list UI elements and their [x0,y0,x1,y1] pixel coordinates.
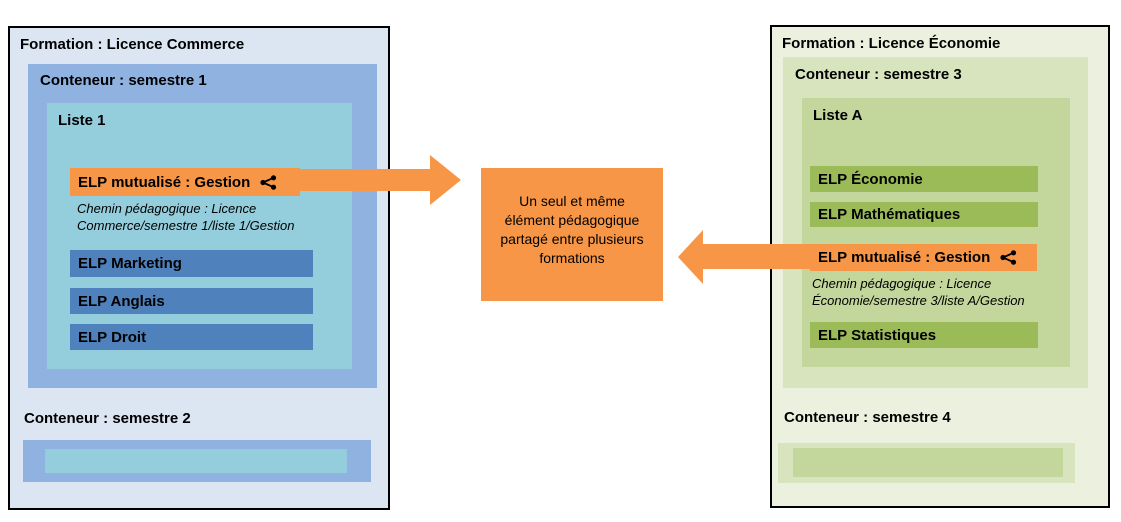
chemin-right-line2: Économie/semestre 3/liste A/Gestion [812,293,1025,308]
listeA-title: Liste A [813,107,863,124]
elp-marketing-label: ELP Marketing [78,255,182,272]
conteneur-semestre3-box: Conteneur : semestre 3 Liste A ELP Écono… [783,57,1088,388]
listeA-box: Liste A ELP Économie ELP Mathématiques E… [802,98,1070,367]
elp-economie-label: ELP Économie [818,170,923,188]
conteneur-semestre2-title: Conteneur : semestre 2 [24,410,191,427]
elp-mutualise-gestion-bar-left: ELP mutualisé : Gestion [70,168,300,196]
elp-mutualise-gestion-label: ELP mutualisé : Gestion [78,173,251,191]
elp-mathematiques-label: ELP Mathématiques [818,206,961,223]
elp-droit-label: ELP Droit [78,328,147,346]
chemin-pedagogique-right: Chemin pédagogique : Licence Économie/se… [812,275,1062,309]
conteneur-semestre2-box [23,440,371,482]
elp-statistiques-label: ELP Statistiques [818,326,937,344]
elp-marketing-bar: ELP Marketing [70,250,313,277]
chemin-pedagogique-left: Chemin pédagogique : Licence Commerce/se… [77,200,337,234]
liste1-box: Liste 1 ELP mutualisé : Gestion Chemin p… [47,103,352,369]
elp-anglais-bar: ELP Anglais [70,288,313,314]
shared-element-note-box: Un seul et même élément pédagogique part… [481,168,663,301]
conteneur-semestre3-title: Conteneur : semestre 3 [795,66,962,83]
chemin-left-line1: Chemin pédagogique : Licence [77,201,257,216]
conteneur-semestre1-box: Conteneur : semestre 1 Liste 1 ELP mutua… [28,64,377,388]
share-icon [260,174,277,190]
conteneur-semestre1-title: Conteneur : semestre 1 [40,72,207,89]
formation-commerce-title: Formation : Licence Commerce [20,36,245,53]
elp-statistiques-bar: ELP Statistiques [810,322,1038,348]
conteneur-semestre4-box [778,443,1075,483]
formation-commerce-box: Formation : Licence Commerce Conteneur :… [8,26,390,510]
chemin-right-line1: Chemin pédagogique : Licence [812,276,992,291]
liste1-title: Liste 1 [58,112,106,129]
conteneur-semestre2-empty-liste [45,449,347,473]
note-line-3: partagé entre plusieurs [500,230,644,247]
formation-economie-box: Formation : Licence Économie Conteneur :… [770,25,1110,508]
conteneur-semestre4-empty-liste [793,448,1063,477]
conteneur-semestre4-title: Conteneur : semestre 4 [784,409,951,426]
formation-economie-title: Formation : Licence Économie [782,35,1001,52]
share-icon [1000,250,1017,265]
note-line-2: élément pédagogique [504,211,640,228]
elp-anglais-label: ELP Anglais [78,292,165,310]
elp-mutualise-gestion-bar-right: ELP mutualisé : Gestion [810,244,1037,271]
elp-droit-bar: ELP Droit [70,324,313,350]
note-line-1: Un seul et même [519,192,625,209]
chemin-left-line2: Commerce/semestre 1/liste 1/Gestion [77,218,295,233]
elp-economie-bar: ELP Économie [810,166,1038,192]
elp-mutualise-gestion-label: ELP mutualisé : Gestion [818,249,991,266]
elp-mathematiques-bar: ELP Mathématiques [810,202,1038,227]
note-line-4: formations [539,249,605,266]
